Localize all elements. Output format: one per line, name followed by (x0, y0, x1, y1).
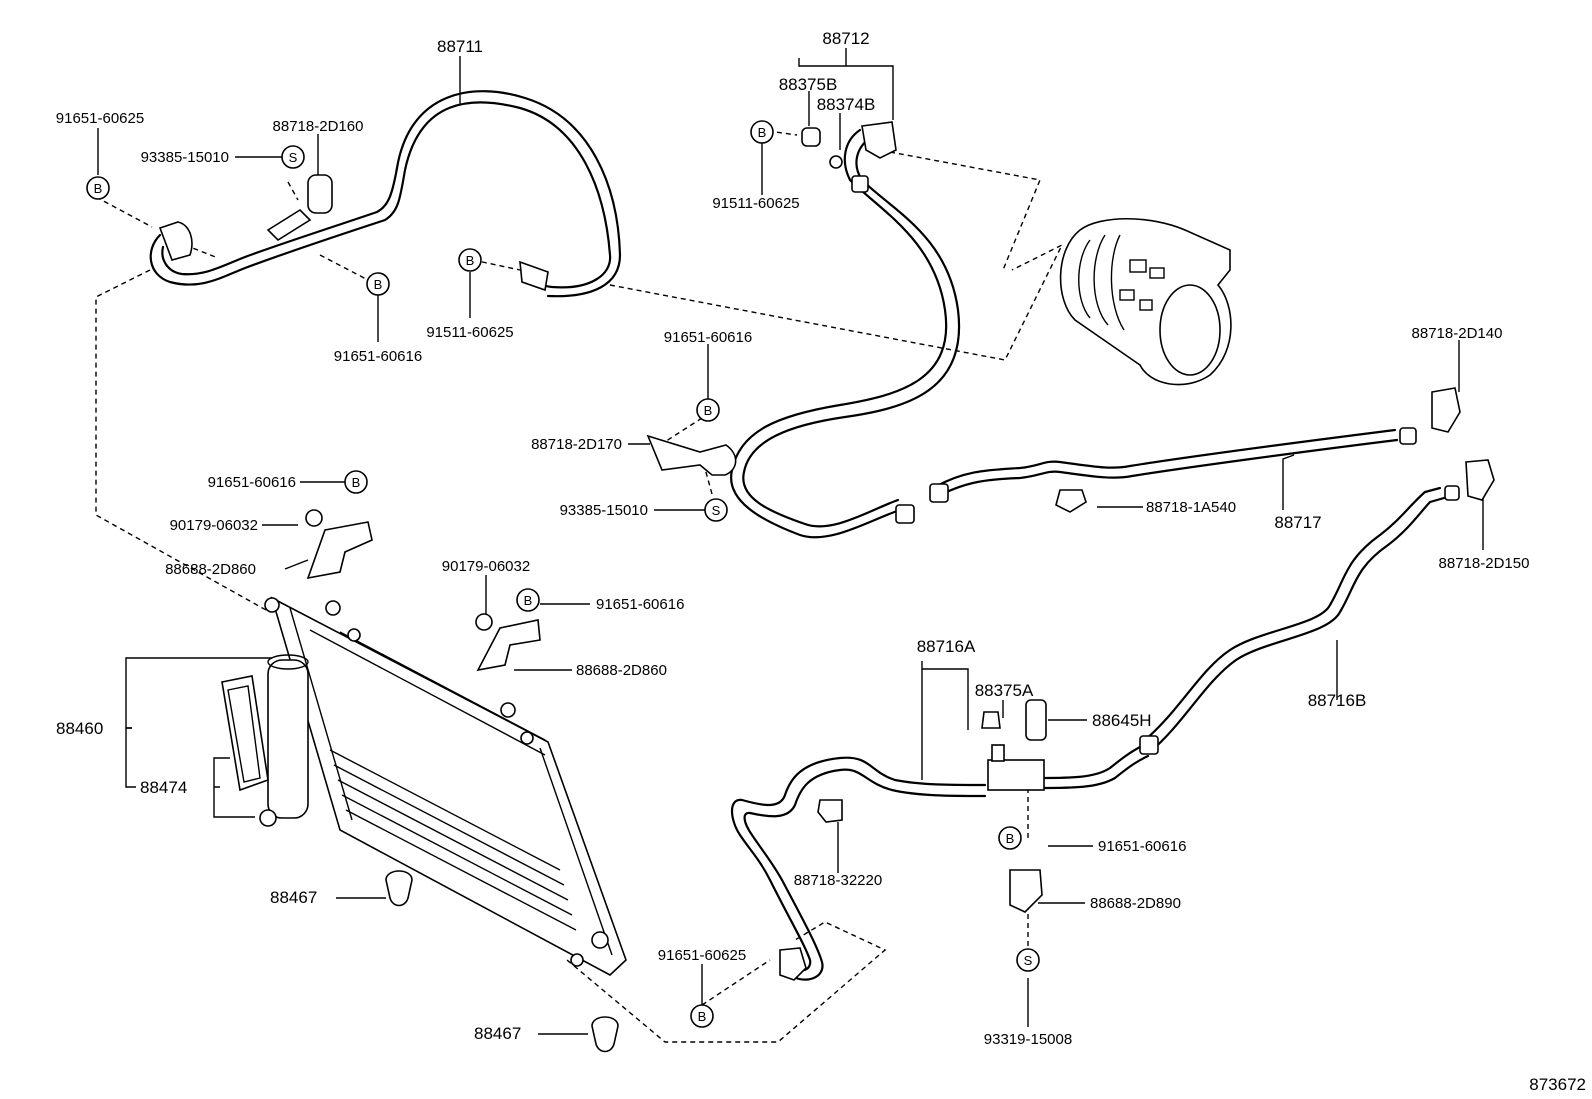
label-88718-32220: 88718-32220 (794, 872, 882, 889)
pipe-88717 (933, 428, 1397, 489)
label-91651-60616-cond: 91651-60616 (596, 596, 684, 613)
label-91511-60625-right: 91511-60625 (712, 195, 799, 212)
label-88688-2d860-left: 88688-2D860 (165, 561, 256, 578)
pipes (149, 90, 1446, 981)
label-88374b: 88374B (817, 95, 876, 114)
screw-symbol: S (281, 145, 305, 169)
label-88718-2d160: 88718-2D160 (273, 118, 364, 135)
label-88711: 88711 (437, 37, 483, 56)
bolt-symbol: B (998, 826, 1022, 850)
svg-text:B: B (466, 253, 475, 268)
pipe-88711 (149, 101, 612, 289)
label-88645h: 88645H (1092, 711, 1152, 730)
part-labels: 88711 88712 88375B 88374B 91651-60625 88… (56, 29, 1586, 1094)
circle-symbols: B S B B B B S B B B S B (86, 120, 1040, 1028)
pipe-88716a (1038, 744, 1144, 780)
figure-number: 873672 (1529, 1075, 1586, 1094)
bolt-symbol: B (366, 272, 390, 296)
svg-text:B: B (94, 181, 103, 196)
svg-text:B: B (704, 403, 713, 418)
label-91651-60625-bottom: 91651-60625 (658, 947, 746, 964)
label-88716b: 88716B (1308, 691, 1367, 710)
label-88375a: 88375A (975, 681, 1034, 700)
bolt-symbol: B (690, 1004, 714, 1028)
screw-symbol: S (704, 498, 728, 522)
label-91651-60616-left: 91651-60616 (208, 474, 296, 491)
label-90179-06032-left: 90179-06032 (170, 517, 258, 534)
label-88718-1a540: 88718-1A540 (1146, 499, 1236, 516)
label-88718-2d170: 88718-2D170 (531, 436, 622, 453)
label-91511-60625-top: 91511-60625 (426, 324, 513, 341)
pipe-88716b (1143, 486, 1442, 742)
bolt-symbol: B (696, 398, 720, 422)
svg-text:B: B (698, 1009, 707, 1024)
bolt-symbol: B (750, 120, 774, 144)
pipe-88712 (730, 128, 948, 539)
label-91651-60616-right: 91651-60616 (1098, 838, 1186, 855)
label-91651-60616-mid: 91651-60616 (664, 329, 752, 346)
label-88688-2d890: 88688-2D890 (1090, 895, 1181, 912)
svg-text:B: B (524, 593, 533, 608)
bolt-symbol: B (86, 176, 110, 200)
label-88467-upper: 88467 (270, 888, 317, 907)
compressor (1059, 218, 1232, 386)
svg-text:S: S (289, 150, 298, 165)
label-88718-2d140: 88718-2D140 (1412, 325, 1503, 342)
label-93385-15010-mid: 93385-15010 (560, 502, 648, 519)
svg-text:S: S (1024, 953, 1033, 968)
label-88718-2d150: 88718-2D150 (1439, 555, 1530, 572)
leader-lines (97, 48, 1484, 1035)
condenser (221, 596, 627, 976)
small-parts (158, 121, 1495, 1053)
bolt-symbol: B (516, 588, 540, 612)
svg-text:B: B (374, 277, 383, 292)
bolt-symbol: B (458, 248, 482, 272)
label-88460: 88460 (56, 719, 103, 738)
svg-text:B: B (352, 475, 361, 490)
svg-text:B: B (1006, 831, 1015, 846)
svg-text:S: S (712, 503, 721, 518)
screw-symbol: S (1016, 948, 1040, 972)
bolt-symbol: B (344, 470, 368, 494)
label-91651-60625-top: 91651-60625 (56, 110, 144, 127)
label-88375b: 88375B (779, 75, 838, 94)
label-88474: 88474 (140, 778, 187, 797)
svg-text:B: B (758, 125, 767, 140)
label-90179-06032-mid: 90179-06032 (442, 558, 530, 575)
label-88467-lower: 88467 (474, 1024, 521, 1043)
label-88717: 88717 (1274, 513, 1321, 532)
label-93385-15010-top: 93385-15010 (141, 149, 229, 166)
label-91651-60616-top: 91651-60616 (334, 348, 422, 365)
label-88716a: 88716A (917, 637, 976, 656)
label-88688-2d860-mid: 88688-2D860 (576, 662, 667, 679)
label-88712: 88712 (822, 29, 869, 48)
label-93319-15008: 93319-15008 (984, 1031, 1072, 1048)
